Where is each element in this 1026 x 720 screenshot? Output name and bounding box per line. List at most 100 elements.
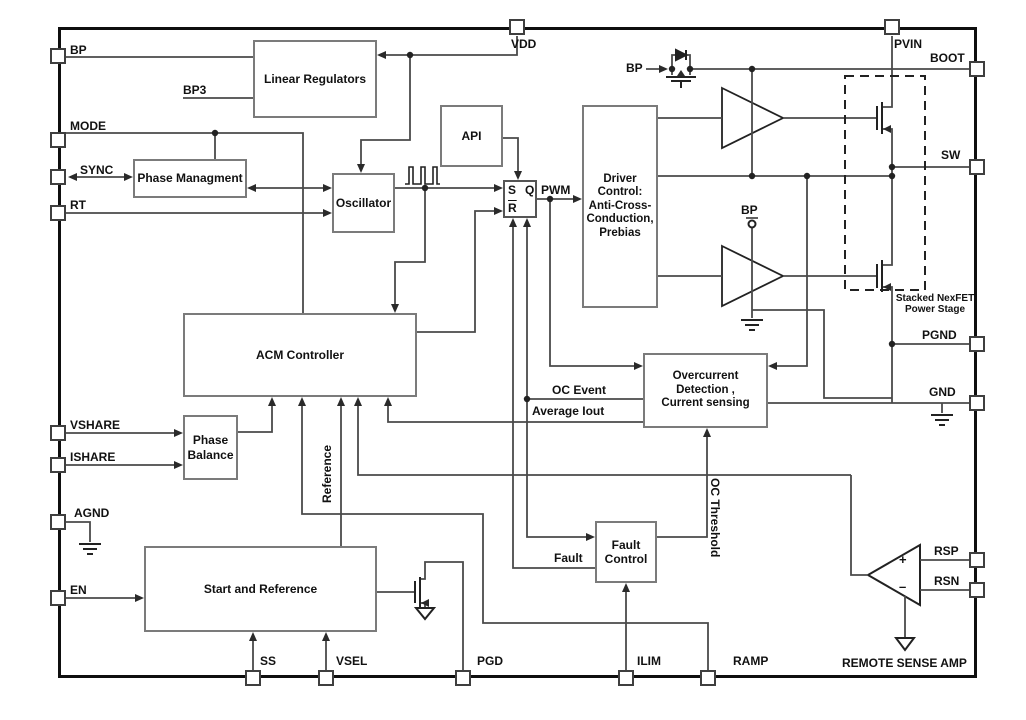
- net-acm-reset: [417, 210, 499, 333]
- net-gnd: [768, 402, 970, 413]
- pgd-ground-icon: [413, 607, 437, 621]
- net-average-iout: [387, 401, 643, 423]
- pin-label-pgd: PGD: [477, 654, 504, 668]
- pin-ishare: [50, 457, 66, 473]
- pin-label-vdd: VDD: [511, 37, 537, 51]
- block-driver-control: Driver Control: Anti-Cross- Conduction, …: [582, 105, 658, 308]
- stacked-nexfet-dashed-box-icon: [844, 75, 926, 291]
- pin-label-rsn: RSN: [934, 574, 960, 588]
- pin-ilim: [618, 670, 634, 686]
- signal-label-oc-event: OC Event: [552, 383, 607, 397]
- remote-sense-amp-icon: [865, 543, 921, 607]
- pin-rsn: [969, 582, 985, 598]
- pin-label-ishare: ISHARE: [70, 450, 116, 464]
- nets: [66, 36, 970, 670]
- pin-label-pvin: PVIN: [894, 37, 923, 51]
- pin-label-ss: SS: [260, 654, 277, 668]
- pin-label-sw: SW: [941, 148, 961, 162]
- pin-pvin: [884, 19, 900, 35]
- agnd-ground-icon: [79, 543, 101, 555]
- pin-sw: [969, 159, 985, 175]
- block-api: API: [440, 105, 503, 167]
- signal-label-bp3: BP3: [183, 83, 207, 97]
- net-vdd: [381, 36, 518, 56]
- arrowheads: [68, 51, 891, 641]
- block-phase-managment: Phase Managment: [133, 159, 247, 198]
- block-phase-balance: Phase Balance: [183, 415, 238, 480]
- net-ramp: [301, 401, 709, 670]
- pin-pgd: [455, 670, 471, 686]
- pin-vsel: [318, 670, 334, 686]
- driver-bp-terminal-icon: [747, 219, 757, 229]
- amp-ground-icon: [894, 637, 916, 652]
- low-side-mosfet-icon: [876, 260, 883, 292]
- net-driver-gnd: [752, 309, 892, 399]
- net-oc-event: [526, 222, 643, 538]
- clock-waveform-icon: [405, 166, 440, 185]
- block-sr-latch: S Q R: [503, 180, 537, 218]
- pin-rsp: [969, 552, 985, 568]
- latch-r-label: R: [508, 201, 517, 215]
- junction-dots: [211, 51, 896, 403]
- latch-q-label: Q: [525, 183, 535, 197]
- block-start-and-reference: Start and Reference: [144, 546, 377, 632]
- pin-agnd: [50, 514, 66, 530]
- pin-boot: [969, 61, 985, 77]
- pin-sync: [50, 169, 66, 185]
- net-vdd-to-osc: [360, 55, 411, 169]
- signal-label-oc-threshold: OC Threshold: [708, 478, 722, 558]
- pin-vdd: [509, 19, 525, 35]
- pin-label-vsel: VSEL: [336, 654, 368, 668]
- pin-label-vshare: VSHARE: [70, 418, 121, 432]
- pgd-mosfet-icon: [414, 577, 421, 607]
- net-phase-balance-out: [238, 401, 273, 433]
- net-boot: [646, 54, 970, 70]
- pin-ramp: [700, 670, 716, 686]
- block-fault-control: Fault Control: [595, 521, 657, 583]
- pin-ss: [245, 670, 261, 686]
- net-oc-threshold: [657, 432, 708, 538]
- net-driver-inputs: [658, 117, 722, 277]
- net-fault: [512, 222, 595, 569]
- pin-pgnd: [969, 336, 985, 352]
- pin-label-en: EN: [70, 583, 87, 597]
- pin-label-pgnd: PGND: [922, 328, 957, 342]
- net-osc-acm: [394, 188, 426, 309]
- pin-label-gnd: GND: [929, 385, 956, 399]
- pin-mode: [50, 132, 66, 148]
- net-remote-sense: [357, 401, 851, 476]
- pin-label-boot: BOOT: [930, 51, 965, 65]
- pin-gnd: [969, 395, 985, 411]
- stacked-nexfet-label: Stacked NexFET Power Stage: [895, 293, 975, 315]
- pin-label-mode: MODE: [70, 119, 106, 133]
- signal-label-bp-driver: BP: [741, 203, 758, 217]
- net-agnd: [66, 521, 91, 542]
- pin-label-ilim: ILIM: [637, 654, 661, 668]
- block-linear-regulators: Linear Regulators: [253, 40, 377, 118]
- signal-label-reference: Reference: [320, 444, 334, 504]
- net-gate-drives: [783, 117, 877, 277]
- high-side-mosfet-icon: [876, 102, 883, 134]
- net-ss-vsel: [252, 636, 327, 670]
- signal-label-average-iout: Average Iout: [532, 404, 605, 418]
- pin-label-bp: BP: [70, 43, 87, 57]
- pin-en: [50, 590, 66, 606]
- pin-vshare: [50, 425, 66, 441]
- net-power-stage: [882, 36, 893, 403]
- net-sw-sense: [772, 176, 808, 367]
- pin-label-ramp: RAMP: [733, 654, 769, 668]
- boot-diode-icon: [675, 48, 689, 62]
- pin-rt: [50, 205, 66, 221]
- boot-switch-mosfet-icon: [666, 76, 696, 88]
- signal-label-pwm: PWM: [541, 183, 571, 197]
- latch-s-label: S: [508, 183, 517, 197]
- net-driver-bp: [746, 217, 758, 318]
- symbols: [79, 48, 953, 652]
- net-mode: [66, 132, 304, 313]
- net-pwm: [537, 198, 639, 367]
- signal-label-bp-boot: BP: [626, 61, 643, 75]
- block-oscillator: Oscillator: [332, 173, 395, 233]
- signal-label-fault: Fault: [554, 551, 583, 565]
